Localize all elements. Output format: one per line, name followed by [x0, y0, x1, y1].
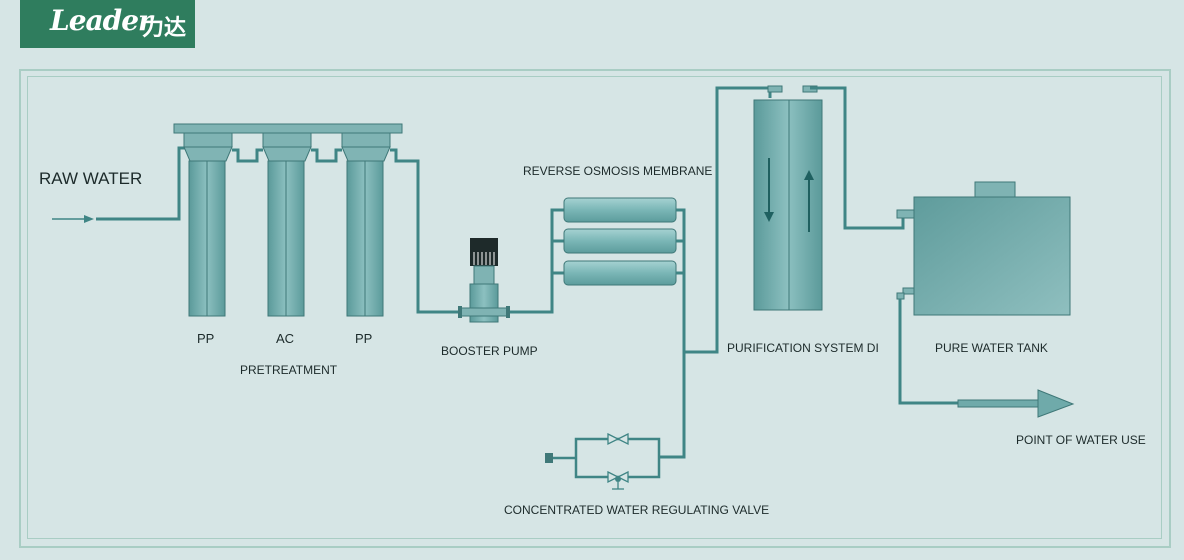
diagram-frame-inner: [27, 76, 1162, 539]
booster-pump: [458, 238, 510, 323]
filter-connector-1: [232, 148, 263, 163]
inlet-pipe: [96, 146, 186, 221]
pipe-ro-outlet: [660, 86, 772, 459]
valve-label: CONCENTRATED WATER REGULATING VALVE: [504, 503, 770, 517]
ro-membrane-label: REVERSE OSMOSIS MEMBRANE: [523, 164, 713, 178]
brand-logo: Leader 力达: [20, 0, 195, 48]
tank-outlet-tap: [896, 287, 915, 300]
pure-water-tank: [896, 181, 1071, 316]
pipe-pump-to-ro: [510, 208, 564, 314]
ro-membrane-3: [563, 260, 677, 286]
concentrated-water-valve-loop: [545, 432, 661, 490]
ac-filter-label: AC: [276, 331, 295, 346]
pipe-pretreatment-to-pump: [390, 148, 460, 314]
pp-filter-2: [341, 132, 391, 317]
purification-di-unit: [753, 85, 823, 311]
ac-filter: [262, 132, 312, 317]
point-of-use-label: POINT OF WATER USE: [1016, 433, 1146, 447]
filter-connector-2: [311, 148, 342, 163]
diagram-frame-outer: [19, 69, 1171, 548]
raw-water-inlet-arrow: [52, 215, 94, 223]
pipe-tank-to-use: [898, 299, 958, 405]
ro-membrane-2: [563, 228, 677, 254]
pretreatment-top-plate: [173, 123, 403, 134]
pipe-di-to-tank: [810, 86, 914, 230]
logo-text: Leader: [50, 4, 153, 37]
pretreatment-label: PRETREATMENT: [240, 363, 338, 377]
pp-filter-2-label: PP: [355, 331, 373, 346]
pure-water-tank-label: PURE WATER TANK: [935, 341, 1048, 355]
point-of-use-arrow: [957, 389, 1075, 418]
logo-chinese-text: 力达: [142, 16, 187, 41]
ro-membrane-1: [563, 197, 677, 223]
pp-filter-1-label: PP: [197, 331, 215, 346]
raw-water-label: RAW WATER: [39, 169, 143, 188]
purification-di-label: PURIFICATION SYSTEM DI: [727, 341, 879, 355]
pp-filter-1: [183, 132, 233, 317]
booster-pump-label: BOOSTER PUMP: [441, 344, 538, 358]
